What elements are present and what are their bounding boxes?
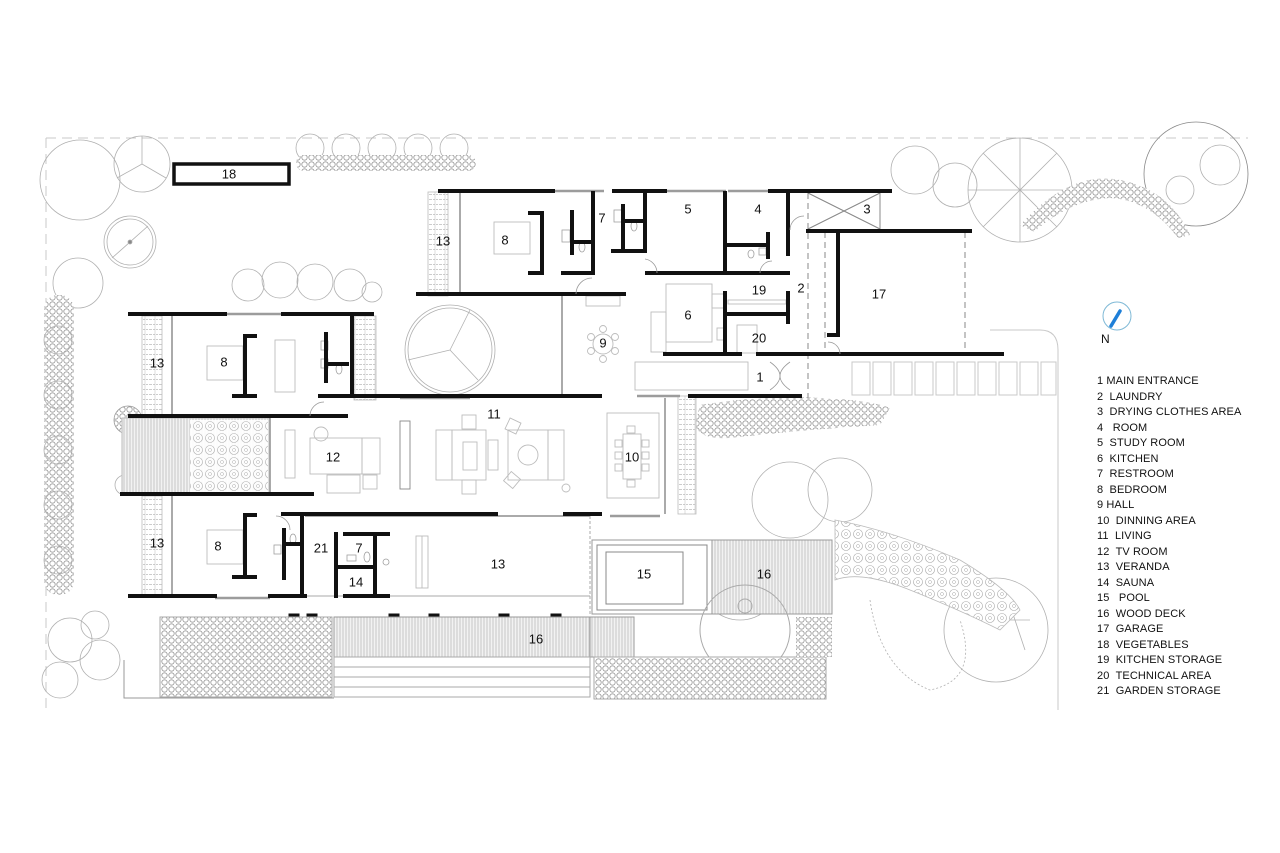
room-label-13: 13 bbox=[150, 535, 164, 550]
legend-item: 19 KITCHEN STORAGE bbox=[1097, 654, 1223, 666]
legend-item: 3 DRYING CLOTHES AREA bbox=[1097, 406, 1242, 418]
wood-deck-area bbox=[123, 539, 833, 700]
room-label-8: 8 bbox=[214, 538, 221, 553]
legend-item: 1 MAIN ENTRANCE bbox=[1097, 375, 1199, 387]
legend-item: 8 BEDROOM bbox=[1097, 483, 1168, 496]
room-label-13: 13 bbox=[491, 556, 505, 571]
door-swings bbox=[275, 215, 841, 531]
room-label-16: 16 bbox=[529, 631, 543, 646]
legend-item: 21 GARDEN STORAGE bbox=[1097, 685, 1221, 697]
room-label-14: 14 bbox=[349, 574, 363, 589]
room-label-13: 13 bbox=[150, 355, 164, 370]
legend-item: 17 GARAGE bbox=[1097, 623, 1164, 635]
room-label-3: 3 bbox=[863, 201, 870, 216]
north-arrow-icon bbox=[1102, 301, 1132, 331]
room-label-17: 17 bbox=[872, 286, 886, 301]
legend-item: 2 LAUNDRY bbox=[1097, 390, 1163, 403]
room-label-9: 9 bbox=[599, 335, 606, 350]
parking-bays bbox=[851, 361, 1057, 396]
furniture bbox=[206, 221, 787, 589]
legend-item: 13 VERANDA bbox=[1097, 561, 1170, 573]
legend-item: 11 LIVING bbox=[1097, 530, 1152, 542]
room-label-18: 18 bbox=[222, 166, 236, 181]
legend: 1 MAIN ENTRANCE 2 LAUNDRY 3 DRYING CLOTH… bbox=[1097, 374, 1241, 700]
room-label-11: 11 bbox=[487, 406, 501, 421]
legend-item: 9 HALL bbox=[1097, 499, 1135, 511]
room-label-12: 12 bbox=[326, 449, 340, 464]
room-label-2: 2 bbox=[797, 280, 804, 295]
room-label-8: 8 bbox=[220, 354, 227, 369]
room-label-7: 7 bbox=[355, 540, 362, 555]
legend-item: 14 SAUNA bbox=[1097, 576, 1155, 589]
room-label-20: 20 bbox=[752, 330, 766, 345]
veranda-strips bbox=[141, 191, 697, 597]
legend-item: 20 TECHNICAL AREA bbox=[1097, 669, 1212, 682]
legend-item: 18 VEGETABLES bbox=[1097, 638, 1189, 651]
landscape-planting bbox=[39, 121, 1249, 699]
room-label-16: 16 bbox=[757, 566, 771, 581]
room-label-4: 4 bbox=[754, 201, 761, 216]
room-label-7: 7 bbox=[598, 210, 605, 225]
legend-item: 12 TV ROOM bbox=[1097, 545, 1168, 558]
legend-item: 6 KITCHEN bbox=[1097, 452, 1159, 465]
legend-item: 4 ROOM bbox=[1097, 421, 1148, 434]
room-label-21: 21 bbox=[314, 540, 328, 555]
room-label-8: 8 bbox=[501, 232, 508, 247]
room-label-10: 10 bbox=[625, 449, 639, 464]
property-boundary bbox=[45, 137, 1248, 710]
walls bbox=[120, 162, 1004, 617]
room-label-5: 5 bbox=[684, 201, 691, 216]
room-label-13: 13 bbox=[436, 233, 450, 248]
legend-item: 15 POOL bbox=[1097, 592, 1150, 604]
north-label: N bbox=[1101, 332, 1110, 346]
room-label-19: 19 bbox=[752, 282, 766, 297]
legend-item: 5 STUDY ROOM bbox=[1097, 437, 1185, 449]
room-label-15: 15 bbox=[637, 566, 651, 581]
legend-item: 10 DINNING AREA bbox=[1097, 514, 1196, 527]
legend-item: 16 WOOD DECK bbox=[1097, 607, 1186, 620]
room-labels: 18 13 8 7 5 4 3 2 17 19 6 20 9 1 13 8 11… bbox=[150, 166, 886, 646]
room-label-6: 6 bbox=[684, 307, 691, 322]
room-label-1: 1 bbox=[756, 369, 763, 384]
legend-item: 7 RESTROOM bbox=[1097, 468, 1174, 480]
